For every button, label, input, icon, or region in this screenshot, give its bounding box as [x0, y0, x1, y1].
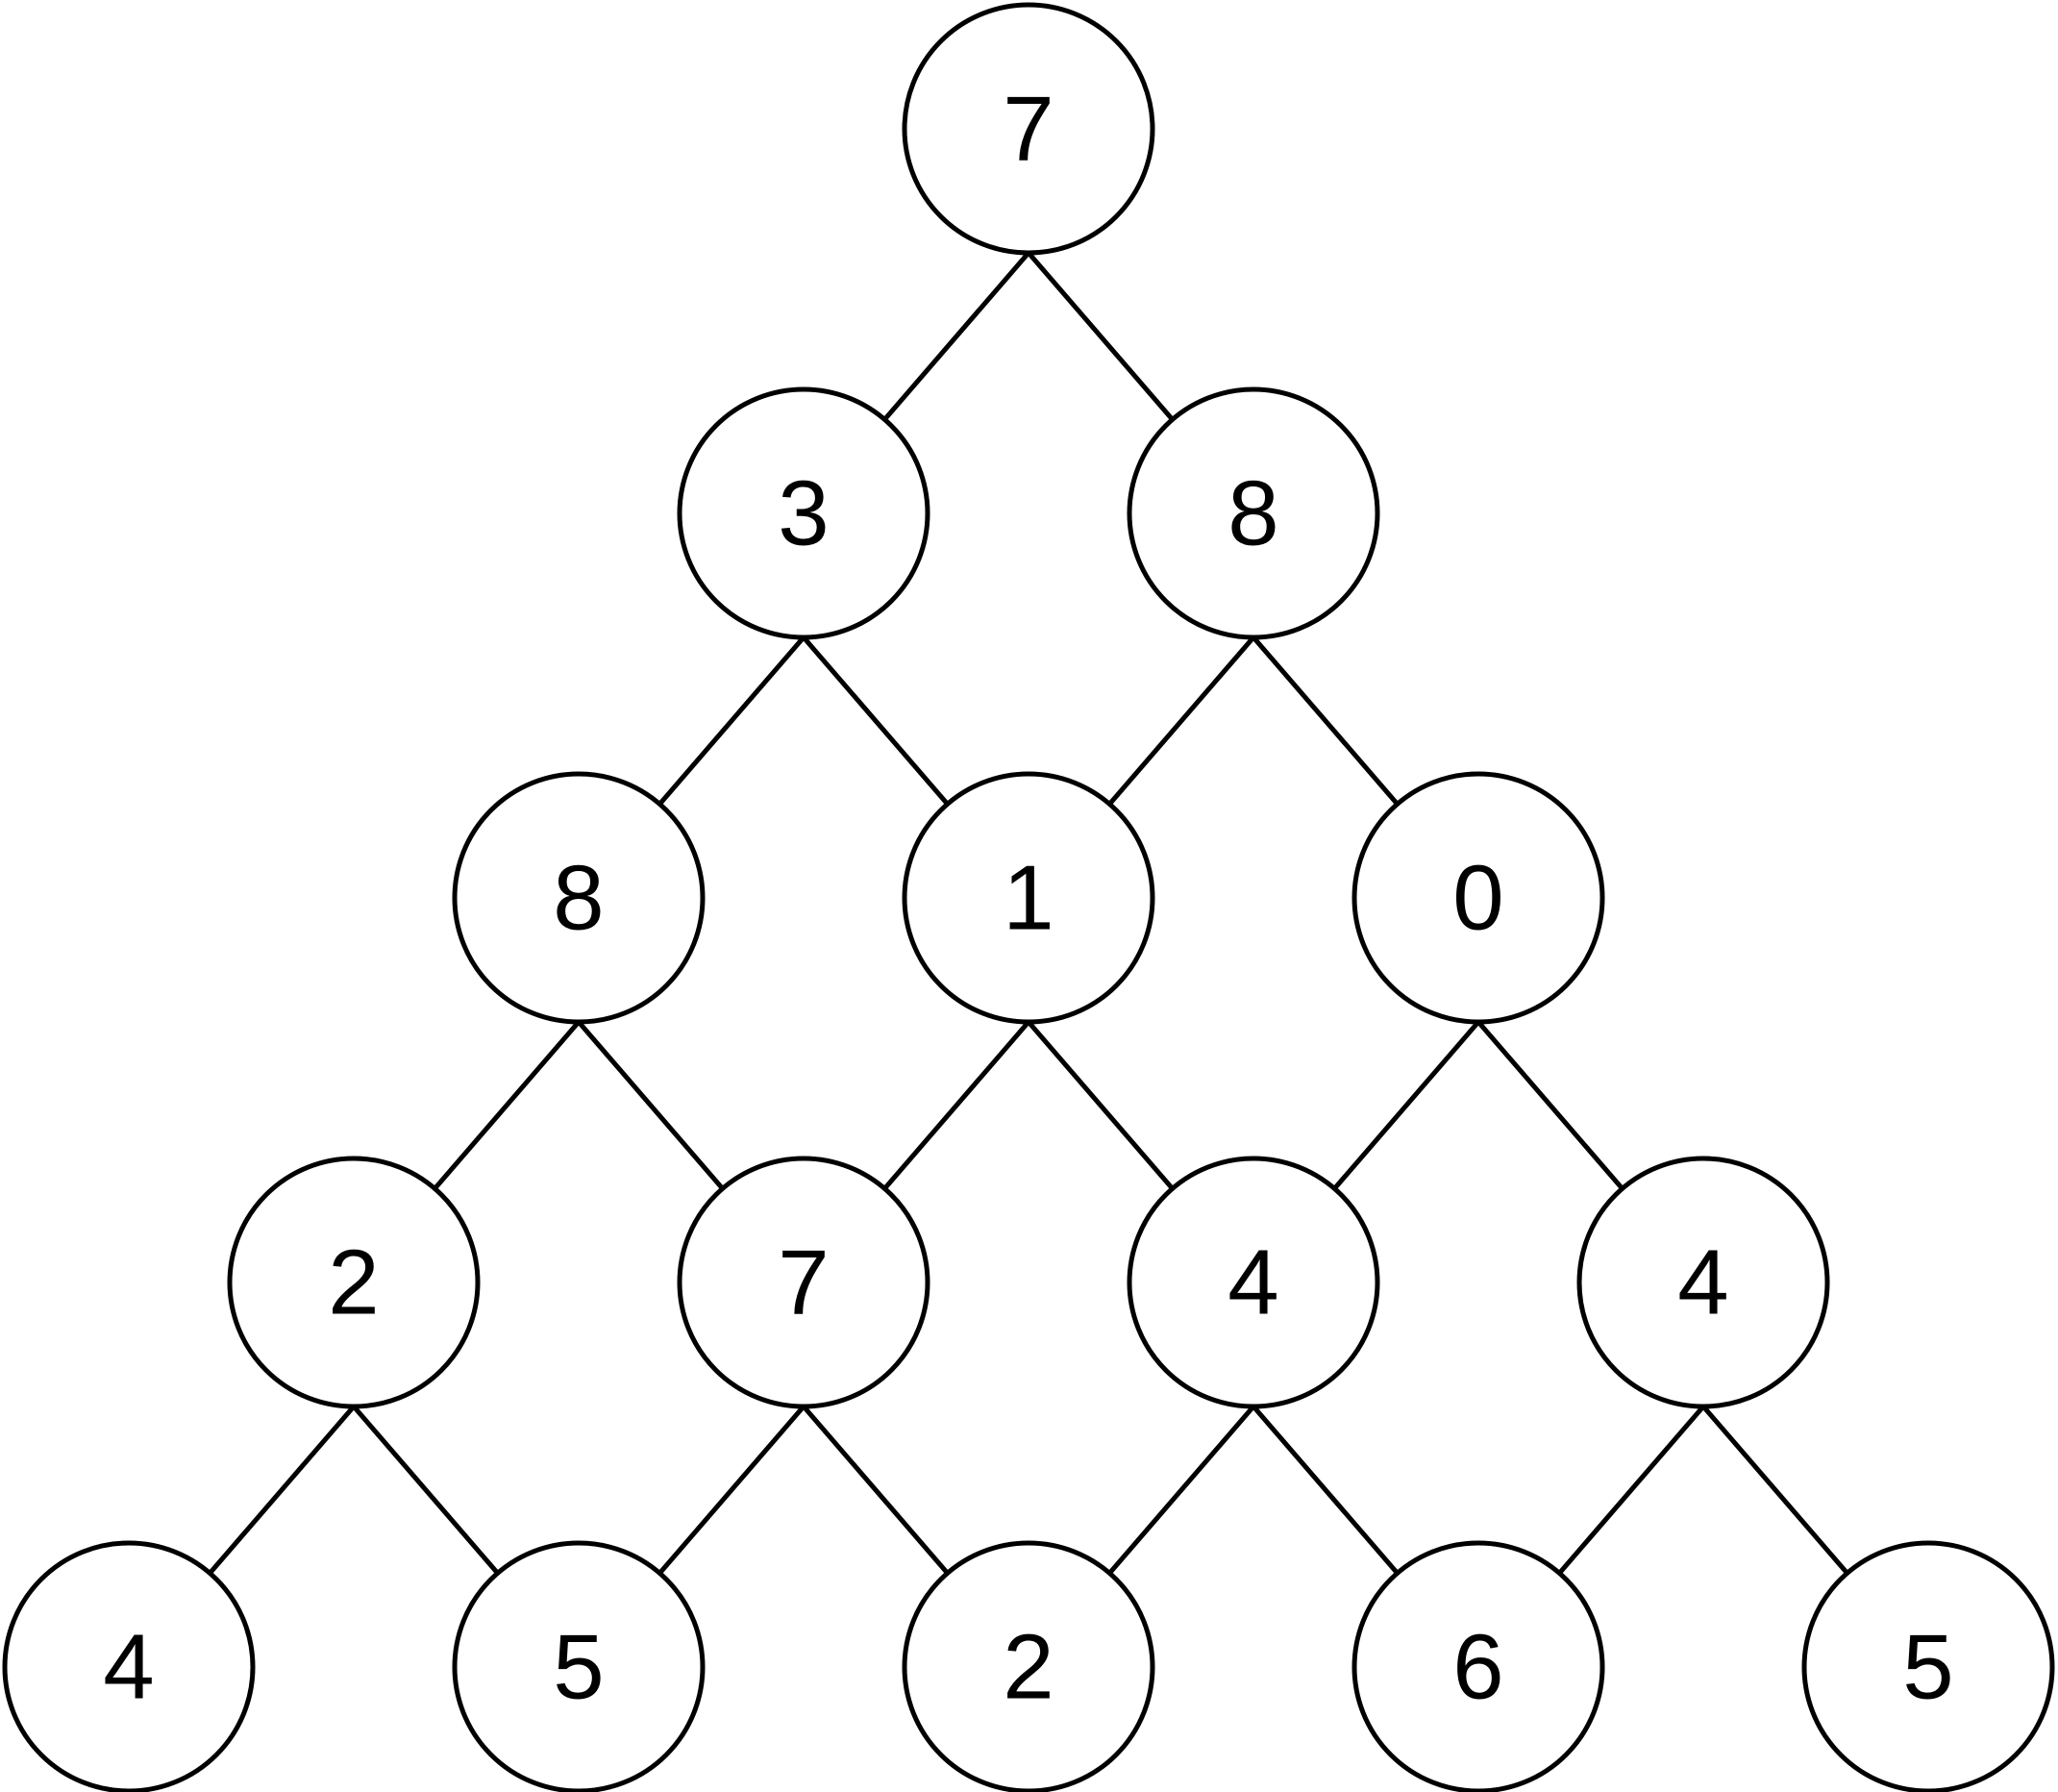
- node-circle: [677, 1156, 930, 1409]
- node-circle: [677, 386, 930, 640]
- node-circle: [1576, 1156, 1830, 1409]
- node-r1c1: 8: [1127, 386, 1380, 640]
- node-circle: [227, 1156, 481, 1409]
- node-label: 8: [1227, 462, 1278, 565]
- node-r2c2: 0: [1351, 771, 1605, 1025]
- node-circle: [452, 771, 706, 1025]
- edge-r3c0-right: [352, 1405, 500, 1575]
- node-circle: [1801, 1540, 2055, 1792]
- node-label: 4: [1677, 1232, 1728, 1334]
- node-label: 4: [1227, 1232, 1278, 1334]
- node-r4c4: 5: [1801, 1540, 2055, 1792]
- node-label: 5: [553, 1616, 604, 1719]
- edge-r3c3-left: [1557, 1405, 1705, 1575]
- node-circle: [902, 1540, 1155, 1792]
- edge-r1c0-left: [657, 635, 806, 806]
- edge-r1c1-left: [1107, 635, 1255, 806]
- node-label: 3: [778, 462, 829, 565]
- edge-r2c1-left: [882, 1020, 1030, 1190]
- node-label: 2: [328, 1232, 379, 1334]
- node-label: 8: [553, 847, 604, 950]
- node-r4c2: 2: [902, 1540, 1155, 1792]
- node-label: 7: [778, 1232, 829, 1334]
- node-r0c0: 7: [902, 2, 1155, 256]
- node-r1c0: 3: [677, 386, 930, 640]
- node-circle: [902, 771, 1155, 1025]
- edge-r1c1-right: [1252, 635, 1400, 806]
- edge-r3c2-left: [1107, 1405, 1255, 1575]
- node-r2c1: 1: [902, 771, 1155, 1025]
- edge-r0c0-right: [1027, 251, 1175, 421]
- edge-r3c1-right: [802, 1405, 950, 1575]
- node-circle: [2, 1540, 256, 1792]
- node-circle: [1127, 386, 1380, 640]
- edge-r0c0-left: [882, 251, 1030, 421]
- node-circle: [1351, 1540, 1605, 1792]
- node-r2c0: 8: [452, 771, 706, 1025]
- edge-r2c1-right: [1027, 1020, 1175, 1190]
- edge-r3c1-left: [657, 1405, 806, 1575]
- edge-r3c2-right: [1252, 1405, 1400, 1575]
- edge-r2c2-left: [1332, 1020, 1480, 1190]
- node-r3c2: 4: [1127, 1156, 1380, 1409]
- edges-layer: [208, 251, 1849, 1575]
- node-circle: [1351, 771, 1605, 1025]
- node-label: 0: [1452, 847, 1503, 950]
- node-label: 5: [1902, 1616, 1953, 1719]
- node-circle: [452, 1540, 706, 1792]
- edge-r1c0-right: [802, 635, 950, 806]
- node-r4c3: 6: [1351, 1540, 1605, 1792]
- node-label: 4: [103, 1616, 154, 1719]
- node-r3c1: 7: [677, 1156, 930, 1409]
- node-circle: [902, 2, 1155, 256]
- node-label: 2: [1003, 1616, 1054, 1719]
- node-label: 1: [1003, 847, 1054, 950]
- node-circle: [1127, 1156, 1380, 1409]
- node-label: 6: [1452, 1616, 1503, 1719]
- node-r4c1: 5: [452, 1540, 706, 1792]
- edge-r3c0-left: [208, 1405, 356, 1575]
- node-r3c3: 4: [1576, 1156, 1830, 1409]
- node-r4c0: 4: [2, 1540, 256, 1792]
- node-label: 7: [1003, 78, 1054, 181]
- edge-r2c0-left: [433, 1020, 581, 1190]
- edge-r2c0-right: [577, 1020, 725, 1190]
- edge-r2c2-right: [1476, 1020, 1624, 1190]
- node-r3c0: 2: [227, 1156, 481, 1409]
- edge-r3c3-right: [1701, 1405, 1849, 1575]
